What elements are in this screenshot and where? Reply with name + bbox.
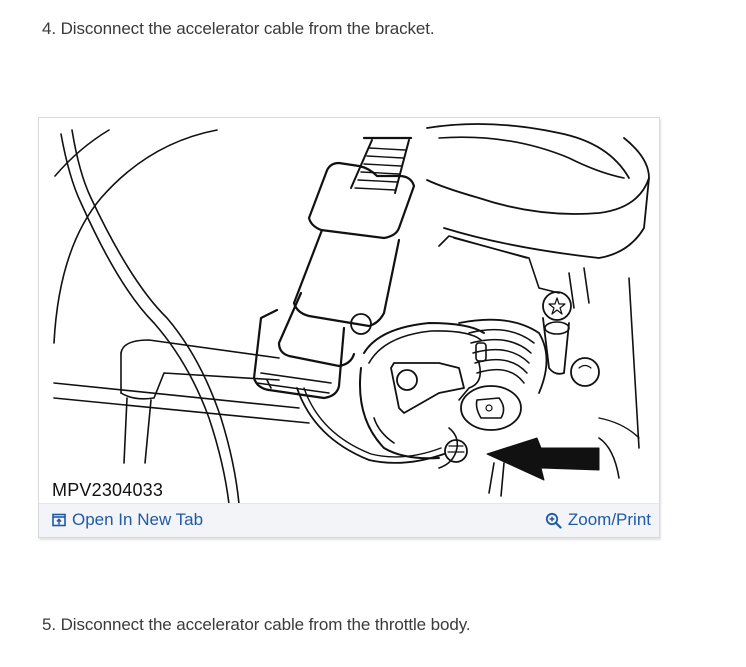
zoom-in-icon <box>545 512 562 529</box>
figure-caption: MPV2304033 <box>52 480 164 500</box>
open-in-new-tab-icon <box>52 513 66 527</box>
throttle-body-illustration <box>53 123 650 504</box>
figure-toolbar: Open In New Tab Zoom/Print <box>39 503 659 537</box>
figure-container: MPV2304033 Open In New Tab Zoom/Print <box>38 117 660 538</box>
open-in-new-tab-link[interactable]: Open In New Tab <box>52 510 203 530</box>
zoom-print-label: Zoom/Print <box>567 510 651 529</box>
open-in-new-tab-label: Open In New Tab <box>72 510 204 529</box>
zoom-print-link[interactable]: Zoom/Print <box>545 510 651 530</box>
step-5-instruction: 5. Disconnect the accelerator cable from… <box>42 615 471 634</box>
step-4-instruction: 4. Disconnect the accelerator cable from… <box>42 19 435 38</box>
